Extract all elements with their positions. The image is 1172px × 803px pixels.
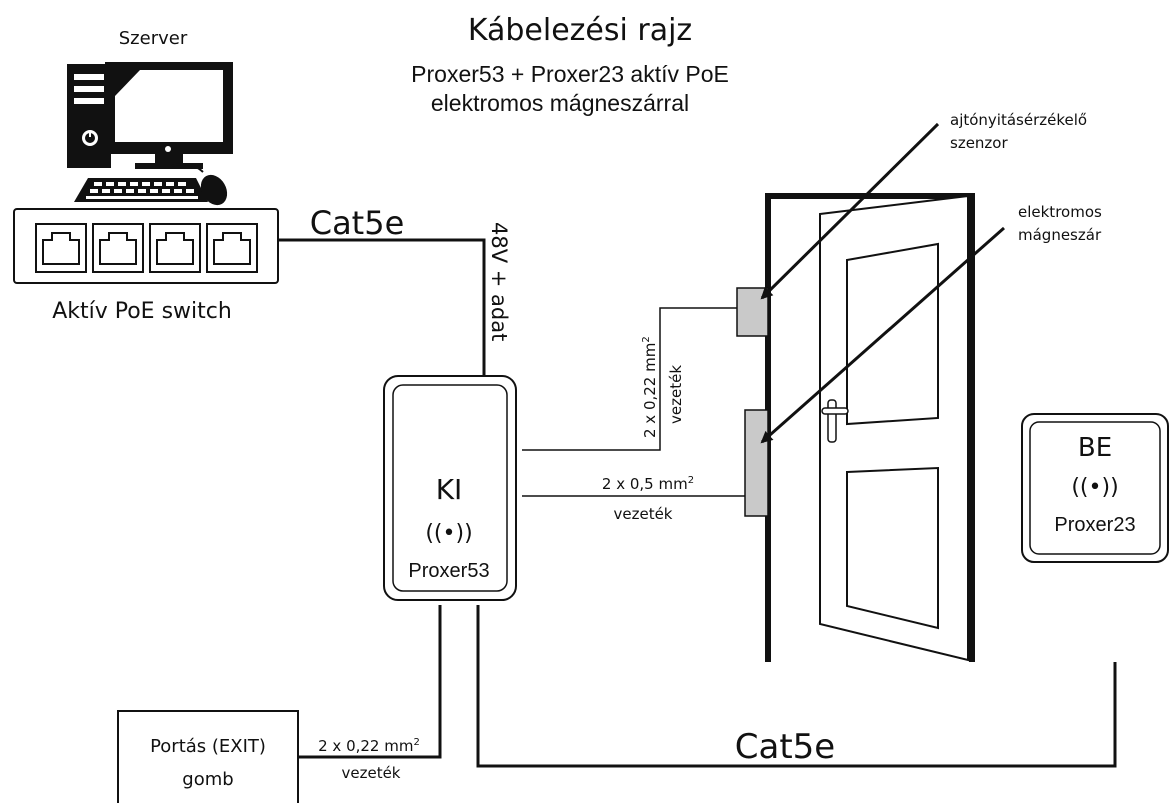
rfid-icon-in: ((•)) [1071,475,1118,500]
exit-button-box [117,710,299,803]
exit-button-label-line1: Portás (EXIT) [150,736,266,757]
maglock-wire-word: vezeték [613,505,672,523]
reader-in-direction: BE [1078,433,1112,463]
server-label: Szerver [119,28,188,49]
diagram-subtitle-line1: Proxer53 + Proxer23 aktív PoE [411,61,729,87]
reader-out-model: Proxer53 [408,560,489,582]
cat5e-label-top: Cat5e [310,204,405,242]
diagram-title: Kábelezési rajz [468,13,692,48]
rfid-icon-out: ((•)) [425,521,472,546]
proxer53-reader [383,375,517,601]
reader-in-model: Proxer23 [1054,514,1135,536]
sensor-label-line2: szenzor [950,134,1008,152]
maglock-label-line2: mágneszár [1018,226,1102,244]
door-icon [765,193,975,662]
maglock-wire-size: 2 x 0,5 mm2 [602,475,694,493]
sensor-wire [522,307,737,451]
poe-switch-icon [13,208,279,284]
sensor-callout-arrow [760,122,940,300]
exit-button-label-line2: gomb [182,769,233,790]
reader-out-direction: KI [436,473,463,506]
maglock-callout-arrow [760,226,1005,444]
cat5e-cable-bottom [476,605,1117,768]
sensor-label-line1: ajtónyitásérzékelő [950,111,1087,129]
cat5e-label-bottom: Cat5e [735,727,835,767]
electromagnetic-lock [744,409,769,517]
maglock-label-line1: elektromos [1018,203,1102,221]
sensor-wire-size: 2 x 0,22 mm2 [641,336,659,438]
server-computer-icon [67,62,233,206]
power-data-label: 48V + adat [487,222,511,341]
proxer23-reader [1021,413,1169,563]
exit-button-wire [298,605,442,759]
diagram-subtitle-line2: elektromos mágneszárral [431,90,689,116]
sensor-wire-word: vezeték [667,365,685,424]
cat5e-cable-top [278,238,486,378]
switch-label: Aktív PoE switch [52,299,232,324]
exit-wire-word: vezeték [341,764,400,782]
exit-wire-size: 2 x 0,22 mm2 [318,737,420,755]
